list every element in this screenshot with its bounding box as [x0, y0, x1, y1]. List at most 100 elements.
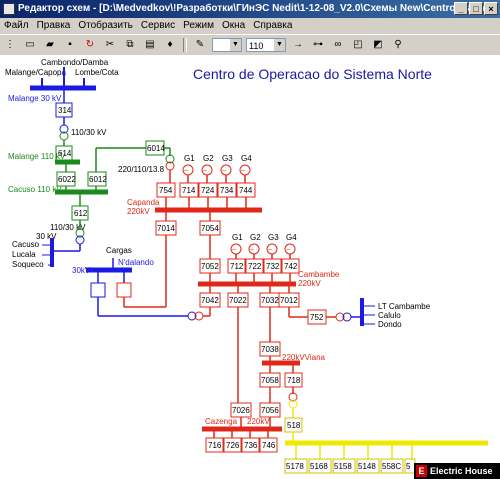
shapes-icon[interactable]: ◩ — [373, 39, 383, 50]
breaker-label: 754 — [159, 186, 173, 195]
maximize-icon[interactable]: □ — [469, 2, 483, 15]
label-lombe-cota: Lombe/Cota — [75, 68, 119, 77]
open-folder-icon[interactable]: ▰ — [46, 39, 54, 50]
brush-icon[interactable]: ♦ — [167, 39, 173, 50]
breaker-ndalando-2[interactable] — [116, 282, 132, 298]
pencil-icon[interactable]: ✎ — [195, 39, 205, 50]
generator-capanda-g2[interactable]: ~ — [201, 164, 213, 176]
chevron-down-icon[interactable]: ▼ — [230, 39, 241, 51]
menu-file[interactable]: Файл — [4, 20, 29, 31]
breaker-736[interactable] — [241, 437, 260, 453]
breaker-ndalando-1[interactable] — [90, 282, 106, 298]
transformer-icon[interactable] — [75, 228, 85, 238]
generator-cambambe-g4[interactable]: ~ — [284, 243, 296, 255]
label-cazenga-220kv: 220kV — [247, 417, 270, 426]
generator-capanda-g3[interactable]: ~ — [220, 164, 232, 176]
diagram-canvas[interactable]: Centro de Operacao do Sistema Norte Camb… — [0, 55, 500, 479]
breaker-label: 744 — [239, 186, 253, 195]
breaker-7014[interactable] — [155, 220, 177, 236]
menu-help[interactable]: Справка — [253, 20, 293, 31]
arrow-right-icon[interactable]: → — [293, 39, 303, 50]
breaker-label: 7012 — [280, 296, 298, 305]
menu-view[interactable]: Отобразить — [78, 20, 133, 31]
label-lt-cambambe: LT Cambambe — [378, 302, 431, 311]
breaker-label: 7022 — [229, 296, 247, 305]
menu-service[interactable]: Сервис — [140, 20, 176, 31]
label-lucala: Lucala — [12, 250, 36, 259]
breaker-label: 7054 — [201, 224, 219, 233]
chevron-down-icon[interactable]: ▼ — [274, 39, 285, 51]
label-g4-b: G4 — [286, 233, 297, 242]
layers-icon[interactable]: ◰ — [353, 39, 363, 50]
menu-mode[interactable]: Режим — [183, 20, 214, 31]
generator-cambambe-g1[interactable]: ~ — [230, 243, 242, 255]
label-cambambe: Cambambe — [298, 270, 340, 279]
breaker-716[interactable] — [205, 437, 224, 453]
transformer-icon[interactable] — [335, 312, 345, 322]
label-cacuso: Cacuso — [12, 240, 40, 249]
generator-capanda-g1[interactable]: ~ — [182, 164, 194, 176]
breaker-5178[interactable] — [284, 458, 308, 474]
brand-name: Electric House — [430, 466, 493, 476]
label-capanda: Capanda — [127, 198, 160, 207]
zoom-select[interactable]: 110▼ — [246, 38, 286, 52]
breaker-label: 718 — [287, 376, 301, 385]
label-g3-b: G3 — [268, 233, 279, 242]
breaker-746[interactable] — [259, 437, 278, 453]
menu-edit[interactable]: Правка — [36, 20, 71, 31]
color-select[interactable]: ▼ — [212, 38, 242, 52]
transformer-icon[interactable]: ⊶ — [313, 39, 323, 50]
breaker-5148[interactable] — [356, 458, 380, 474]
window-titlebar: Редактор схем - [D:\Medvedkov\!Разработк… — [0, 0, 500, 18]
svg-text:~: ~ — [222, 168, 226, 175]
breaker-label: 7026 — [232, 406, 250, 415]
label-110-30kv: 110/30 kV — [71, 128, 107, 137]
breaker-label: 518 — [287, 421, 301, 430]
breaker-label: 732 — [266, 262, 280, 271]
breaker-label: 5 — [406, 462, 411, 471]
new-file-icon[interactable]: ▭ — [25, 39, 35, 50]
close-icon[interactable]: × — [484, 2, 498, 15]
paste-icon[interactable]: ▤ — [145, 39, 155, 50]
copy-icon[interactable]: ⧉ — [126, 39, 134, 50]
refresh-icon[interactable]: ↻ — [85, 39, 95, 50]
breaker-6012[interactable] — [87, 171, 107, 187]
transformer-icon[interactable] — [187, 311, 197, 321]
label-malange-110kv: Malange 110 kV — [8, 152, 66, 161]
breaker-label: 614 — [58, 149, 72, 158]
breaker-5158[interactable] — [332, 458, 356, 474]
save-icon[interactable]: ▪ — [68, 39, 72, 50]
breaker-5168[interactable] — [308, 458, 332, 474]
generator-capanda-g4[interactable]: ~ — [239, 164, 251, 176]
minimize-icon[interactable]: _ — [454, 2, 468, 15]
pin-icon[interactable]: ⚲ — [394, 39, 402, 50]
label-g1-b: G1 — [232, 233, 243, 242]
transformer-icon[interactable] — [288, 392, 298, 402]
breaker-label: 752 — [310, 313, 324, 322]
svg-text:~: ~ — [184, 168, 188, 175]
breaker-726[interactable] — [223, 437, 242, 453]
label-cazenga: Cazenga — [205, 417, 238, 426]
grip-icon: ⋮ — [5, 39, 15, 50]
menu-windows[interactable]: Окна — [221, 20, 246, 31]
cut-icon[interactable]: ✂ — [105, 39, 115, 50]
label-g4: G4 — [241, 154, 252, 163]
label-malange-30kv: Malange 30 kV — [8, 94, 62, 103]
label-g1: G1 — [184, 154, 195, 163]
transformer-icon[interactable] — [59, 124, 69, 134]
toolbar: ⋮ ▭ ▰ ▪ ↻ ✂ ⧉ ▤ ♦ ✎ ▼ 110▼ → ⊶ ∞ ◰ ◩ ⚲ — [0, 34, 500, 56]
label-cambambe-220kv: 220kV — [298, 279, 321, 288]
breaker-label: 6022 — [58, 175, 76, 184]
transformer-icon[interactable] — [165, 154, 175, 164]
label-30kv: 30 kV — [36, 232, 57, 241]
label-soqueco: Soqueco — [12, 260, 44, 269]
breaker-label: 734 — [220, 186, 234, 195]
ring-icon[interactable]: ∞ — [334, 39, 342, 50]
breaker-558c[interactable] — [380, 458, 404, 474]
breaker-label: 726 — [226, 441, 240, 450]
breaker-label: 5148 — [358, 462, 376, 471]
diagram-title: Centro de Operacao do Sistema Norte — [193, 66, 432, 82]
generator-cambambe-g2[interactable]: ~ — [248, 243, 260, 255]
generator-cambambe-g3[interactable]: ~ — [266, 243, 278, 255]
breaker-label: 7014 — [157, 224, 175, 233]
